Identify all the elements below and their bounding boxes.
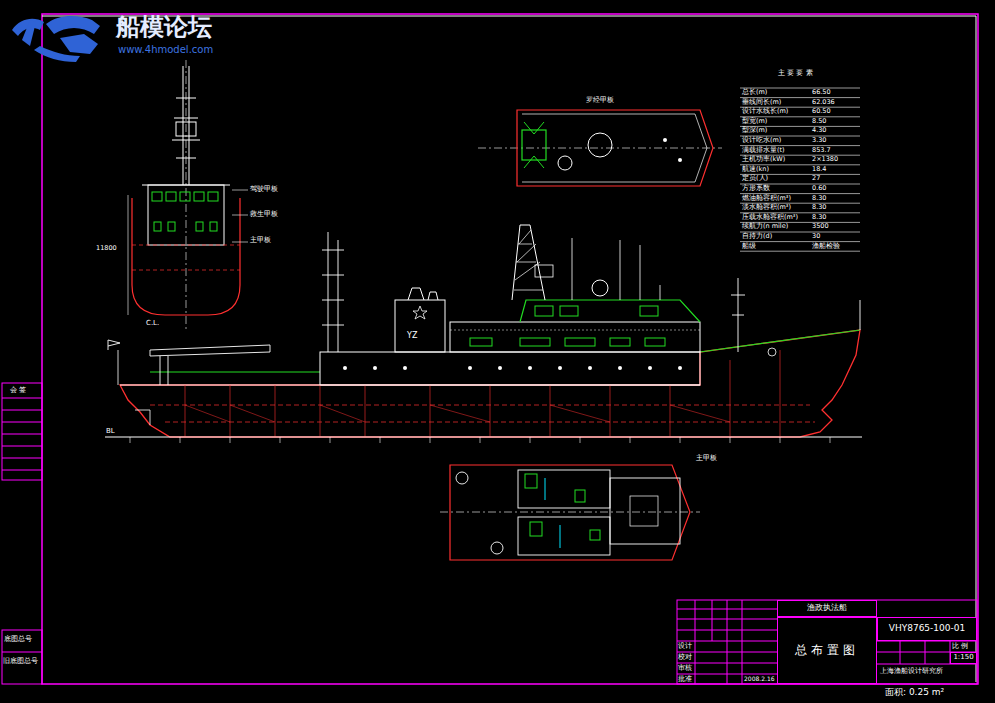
drawing-label: 燃油舱容积(m³): [742, 195, 791, 202]
drawing-label: 船级: [742, 243, 756, 250]
drawing-label: 27: [812, 175, 820, 182]
title-block-cell: 1:150: [950, 652, 977, 664]
drawing-label: 设计吃水(m): [742, 137, 781, 144]
drawing-label: 满载排水量(t): [742, 147, 785, 154]
drawing-label: 2008.2.16: [744, 676, 775, 683]
drawing-label: 自持力(d): [742, 233, 772, 240]
drawing-label: 续航力(n mile): [742, 223, 788, 230]
drawing-label: 8.30: [812, 195, 826, 202]
body-section: [128, 60, 248, 332]
drawing-label: 0.60: [812, 185, 826, 192]
drawing-label: 底图总号: [4, 636, 32, 643]
drawing-label: 航速(kn): [742, 166, 769, 173]
drawing-label: 淡水舱容积(m³): [742, 204, 791, 211]
title-text: VHY8765-100-01: [889, 624, 965, 634]
drawing-label: 定员(人): [742, 175, 768, 182]
drawing-label: 18.4: [812, 166, 826, 173]
drawing-label: 8.30: [812, 204, 826, 211]
drawing-label: 853.7: [812, 147, 831, 154]
drawing-label: 旧底图总号: [3, 658, 38, 665]
drawing-label: 驾驶甲板: [250, 186, 278, 193]
drawing-label: 4.30: [812, 127, 826, 134]
title-text: 总布置图: [795, 644, 859, 657]
frame-line: [976, 16, 977, 682]
title-block-grid: [677, 600, 977, 684]
drawing-label: 型宽(m): [742, 118, 767, 125]
title-block-cell: 总布置图: [777, 617, 877, 684]
drawing-label: 型深(m): [742, 127, 767, 134]
drawing-label: 11800: [96, 245, 117, 252]
title-block-cell: VHY8765-100-01: [877, 617, 977, 641]
watermark-logo: [12, 16, 100, 62]
particulars-table: [740, 88, 860, 251]
drawing-label: 设计: [678, 643, 692, 650]
main-deck-plan: [440, 465, 700, 560]
drawing-label: 30: [812, 233, 820, 240]
drawing-label: 3500: [812, 223, 829, 230]
drawing-frame: [42, 14, 978, 684]
drawing-label: 校对: [678, 654, 692, 661]
drawing-label: 主 要 要 素: [778, 70, 813, 78]
drawing-label: 上海渔船设计研究所: [880, 668, 943, 676]
drawing-label: 60.50: [812, 108, 831, 115]
drawing-label: www.4hmodel.com: [118, 44, 213, 55]
ship-profile: [105, 225, 862, 443]
drawing-label: 8.50: [812, 118, 826, 125]
drawing-label: C.L.: [146, 320, 159, 328]
drawing-label: 主甲板: [250, 237, 271, 244]
drawing-label: 66.50: [812, 89, 831, 96]
drawing-label: 主机功率(kW): [742, 156, 785, 163]
title-text: 1:150: [953, 654, 973, 662]
drawing-label: 罗经甲板: [586, 97, 614, 104]
drawing-label: YZ: [407, 332, 417, 341]
drawing-label: 2×1380: [812, 156, 838, 163]
drawing-label: 船模论坛: [116, 14, 212, 40]
drawing-label: 批准: [678, 676, 692, 683]
drawing-label: 62.036: [812, 99, 835, 106]
drawing-label: 会 签: [10, 387, 26, 395]
drawing-label: 设计水线长(m): [742, 108, 788, 115]
drawing-label: 总长(m): [742, 89, 767, 96]
drawing-label: 比 例: [952, 643, 968, 650]
drawing-label: 3.30: [812, 137, 826, 144]
drawing-label: 渔船检验: [812, 243, 840, 250]
drawing-label: BL: [106, 428, 115, 436]
top-deck-plan: [478, 110, 722, 186]
drawing-label: 面积: 0.25 m²: [885, 688, 944, 698]
drawing-label: 垂线间长(m): [742, 99, 781, 106]
drawing-label: 救生甲板: [250, 211, 278, 218]
drawing-label: 压载水舱容积(m³): [742, 214, 798, 221]
title-block-cell: 渔政执法船: [777, 600, 877, 617]
drawing-label: 主甲板: [696, 455, 717, 462]
drawing-label: 8.30: [812, 214, 826, 221]
sidebar-grid: [2, 383, 42, 684]
drawing-label: 审核: [678, 665, 692, 672]
drawing-label: 方形系数: [742, 185, 770, 192]
title-text: 渔政执法船: [807, 604, 847, 613]
